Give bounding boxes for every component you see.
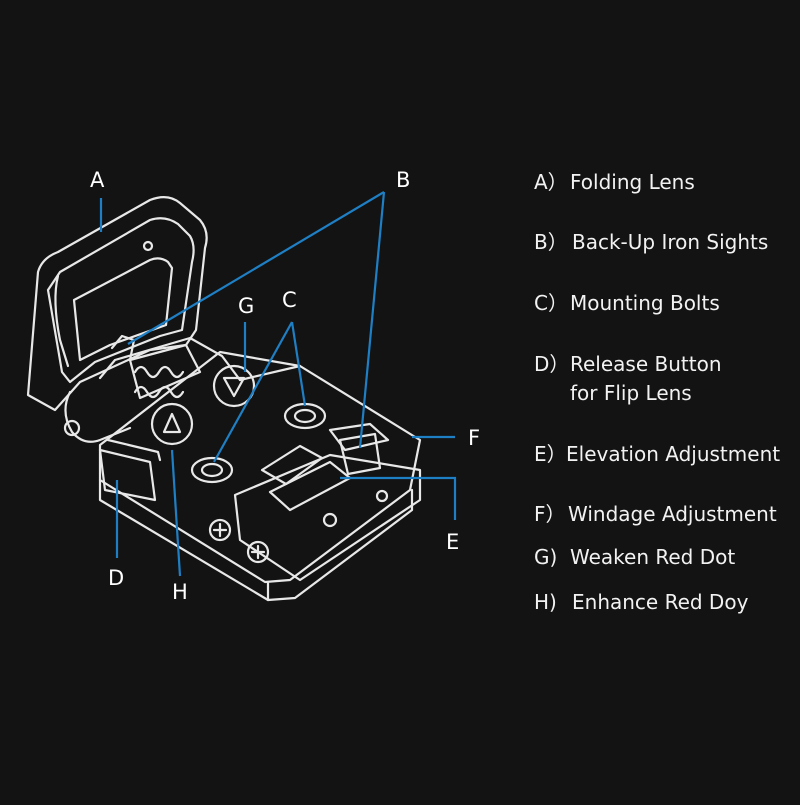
legend-key: H) — [534, 590, 557, 614]
callout-line-h — [170, 449, 182, 577]
legend-key: D） — [534, 352, 570, 376]
callout-line-c1 — [213, 321, 293, 463]
folding-lens — [26, 196, 208, 412]
legend-text: Mounting Bolts — [570, 291, 720, 315]
mounting-bolt-front — [190, 456, 234, 484]
callout-d: D — [108, 566, 125, 590]
legend-text: Back-Up Iron Sights — [572, 230, 769, 254]
release-button — [98, 438, 162, 502]
callout-line-b2 — [358, 191, 386, 449]
legend-item-a: A）Folding Lens — [534, 168, 695, 197]
callout-line-c2 — [290, 321, 307, 407]
legend-text-line-2: for Flip Lens — [570, 381, 692, 405]
enhance-red-dot-button — [150, 402, 194, 446]
callout-e: E — [446, 530, 460, 554]
legend-item-d: D）Release Button for Flip Lens — [534, 350, 722, 408]
legend-item-b: B）Back-Up Iron Sights — [534, 228, 768, 257]
side-screws — [208, 518, 270, 564]
callout-line-e — [340, 476, 457, 520]
legend-text: Folding Lens — [570, 170, 695, 194]
legend-text: Enhance Red Doy — [572, 590, 749, 614]
legend-item-g: G) Weaken Red Dot — [534, 543, 735, 572]
callout-line-b1 — [127, 191, 385, 345]
callout-h: H — [172, 580, 188, 604]
legend-key: E） — [534, 442, 567, 466]
legend-item-h: H) Enhance Red Doy — [534, 588, 748, 617]
mounting-bolt-rear — [283, 402, 327, 430]
sight-body — [98, 350, 422, 602]
callout-lines — [99, 191, 457, 577]
rear-housing — [233, 422, 422, 582]
legend-item-f: F）Windage Adjustment — [534, 500, 777, 529]
legend-item-c: C）Mounting Bolts — [534, 289, 720, 318]
legend-key: B） — [534, 230, 568, 254]
callout-g: G — [238, 294, 255, 318]
hinge-spring — [63, 334, 242, 443]
callout-a: A — [90, 168, 105, 192]
legend-key: F） — [534, 502, 566, 526]
legend-text-line-1: Release Button — [570, 352, 722, 376]
legend-key: A） — [534, 170, 568, 194]
callout-f: F — [468, 426, 481, 450]
legend-text: Windage Adjustment — [568, 502, 777, 526]
legend-key: C） — [534, 291, 568, 315]
legend-text: Elevation Adjustment — [566, 442, 781, 466]
legend-text: Weaken Red Dot — [570, 545, 736, 569]
legend-text: Release Button for Flip Lens — [570, 350, 722, 408]
legend-item-e: E）Elevation Adjustment — [534, 440, 780, 469]
callout-b: B — [396, 168, 411, 192]
legend-key: G) — [534, 545, 558, 569]
callout-c: C — [282, 288, 297, 312]
weaken-red-dot-button — [212, 364, 256, 408]
